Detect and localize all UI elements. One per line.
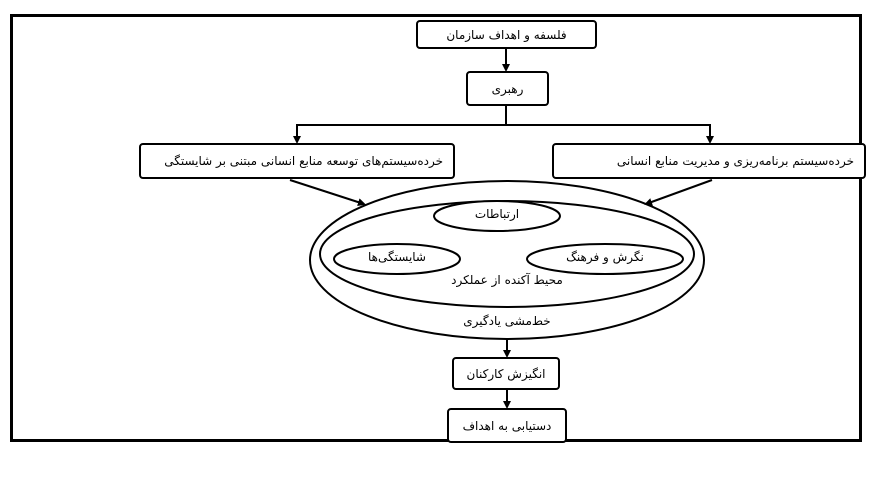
hr-development-box: خرده‌سیستم‌های توسعه منابع انسانی مبتنی … [139, 143, 455, 179]
leadership-box: رهبری [466, 71, 549, 106]
attitude-culture-label: نگرش و فرهنگ [566, 250, 644, 264]
motivation-box: انگیزش کارکنان [452, 357, 560, 390]
hr-planning-box: خرده‌سیستم برنامه‌ریزی و مدیریت منابع ان… [552, 143, 866, 179]
goal-achievement-box: دستیابی به اهداف [447, 408, 567, 443]
learning-policy-label: خط‌مشی یادگیری [463, 314, 551, 328]
diagram-frame [10, 14, 862, 442]
arrow-hr-planning-to-learning [644, 179, 713, 206]
arrow-hr-development-to-learning [289, 179, 366, 206]
communication-ellipse [433, 200, 561, 232]
attitude-culture-ellipse [526, 243, 684, 275]
philosophy-box: فلسفه و اهداف سازمان [416, 20, 597, 49]
competencies-label: شایستگی‌ها [368, 250, 426, 264]
competencies-ellipse [333, 243, 461, 275]
communication-label: ارتباطات [474, 207, 520, 221]
environment-label: محیط آکنده از عملکرد [451, 273, 563, 287]
